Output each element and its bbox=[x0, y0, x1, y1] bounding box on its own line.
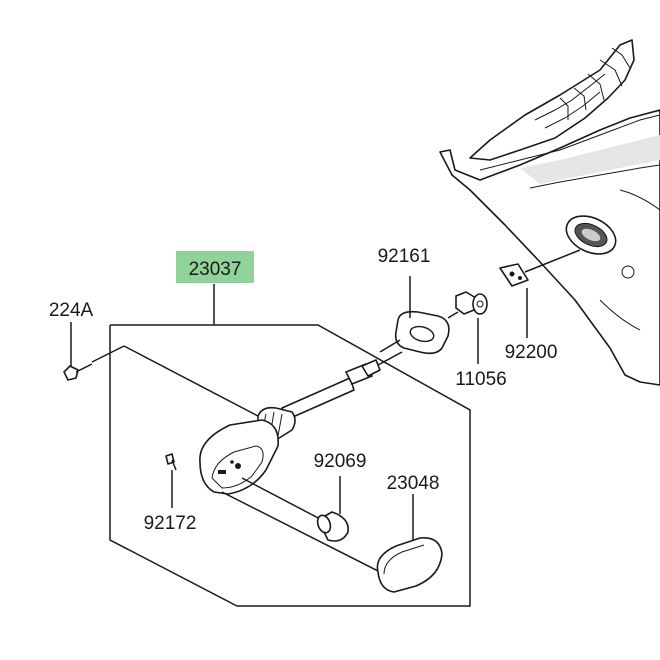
assembly-outline bbox=[109, 324, 471, 607]
nut-part bbox=[455, 291, 488, 364]
housing-bulb-line bbox=[241, 477, 323, 521]
screw-align-line bbox=[91, 345, 125, 363]
lens-screw-part bbox=[165, 453, 177, 508]
bulb-part bbox=[316, 476, 349, 542]
housing-lens-line bbox=[221, 491, 385, 575]
label-lens[interactable]: 23048 bbox=[387, 473, 440, 494]
align-line-1 bbox=[379, 339, 401, 353]
label-grommet[interactable]: 92161 bbox=[378, 246, 431, 267]
label-screw[interactable]: 224A bbox=[49, 300, 94, 321]
label-main-assembly[interactable]: 23037 bbox=[189, 259, 242, 280]
tail-fairing bbox=[439, 39, 660, 386]
clip-to-hole-leader bbox=[524, 249, 581, 273]
label-bulb[interactable]: 92069 bbox=[314, 451, 367, 472]
align-line-2 bbox=[447, 311, 459, 319]
clip-part bbox=[499, 249, 581, 338]
turn-signal-assembly bbox=[199, 351, 403, 495]
label-clip[interactable]: 92200 bbox=[505, 342, 558, 363]
screw-align-line-2 bbox=[123, 345, 259, 417]
label-nut[interactable]: 11056 bbox=[455, 369, 506, 390]
highlight-box bbox=[176, 251, 254, 283]
label-lens-screw[interactable]: 92172 bbox=[144, 513, 197, 534]
grommet-part bbox=[394, 276, 450, 355]
screw-part bbox=[63, 322, 93, 381]
lens-part bbox=[376, 494, 443, 593]
